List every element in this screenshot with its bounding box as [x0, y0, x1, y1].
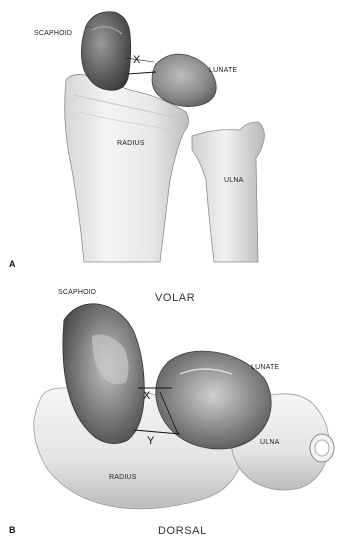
panel-a-scaphoid-label: SCAPHOID — [34, 30, 72, 37]
panel-b-lunate-label: LUNATE — [251, 364, 279, 371]
lunate-bone-a — [152, 54, 216, 106]
panel-a-lunate-label: LUNATE — [209, 67, 237, 74]
panel-b-illustration — [0, 270, 337, 541]
panel-b-volar-label: VOLAR — [155, 293, 195, 304]
panel-b-radius-label: RADIUS — [109, 474, 137, 481]
panel-a-ulna-label: ULNA — [224, 177, 243, 184]
panel-b-dorsal-label: DORSAL — [158, 526, 207, 537]
panel-b-x-label: X — [143, 391, 150, 402]
panel-a-letter: A — [9, 260, 16, 269]
panel-a-x-label: X — [133, 55, 140, 66]
scaphoid-bone-a — [81, 12, 130, 90]
ulna-bone-a — [192, 122, 264, 262]
panel-b-scaphoid-label: SCAPHOID — [58, 289, 96, 296]
panel-a-illustration — [0, 0, 337, 270]
panel-b-ulna-label: ULNA — [260, 439, 279, 446]
panel-a-radius-label: RADIUS — [117, 140, 145, 147]
panel-b-y-label: Y — [147, 436, 154, 447]
panel-b-letter: B — [9, 526, 16, 535]
